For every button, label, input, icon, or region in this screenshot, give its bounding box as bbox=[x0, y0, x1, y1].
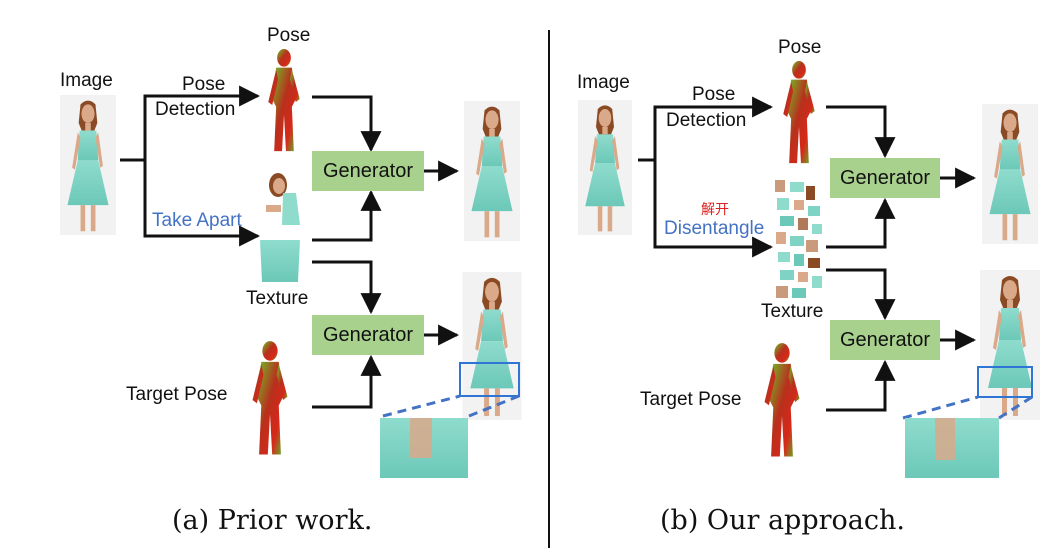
prior-pose-detection-line2: Detection bbox=[155, 99, 236, 120]
ours-zoom-crop bbox=[905, 418, 999, 478]
ours-zoom-box bbox=[977, 366, 1033, 398]
ours-generator-top: Generator bbox=[830, 158, 940, 198]
prior-target-pose-image bbox=[252, 341, 288, 455]
prior-zoom-line-right bbox=[468, 394, 520, 418]
ours-arrow-target-to-gen2 bbox=[826, 359, 896, 412]
prior-input-image bbox=[60, 95, 116, 235]
ours-target-pose-label: Target Pose bbox=[640, 389, 742, 410]
ours-pose-detection-line1: Pose bbox=[692, 84, 736, 105]
prior-work-panel bbox=[60, 48, 522, 478]
prior-texture-label: Texture bbox=[246, 288, 309, 309]
prior-pose-image bbox=[268, 48, 300, 152]
prior-arrow-texture-to-gen bbox=[312, 189, 382, 242]
ours-disentangle-chinese-label: 解开 bbox=[701, 201, 729, 217]
ours-target-pose-image bbox=[764, 343, 800, 457]
ours-caption: (b) Our approach. bbox=[660, 505, 905, 536]
prior-zoom-box bbox=[459, 362, 520, 397]
ours-arrow-pose-to-gen bbox=[826, 105, 896, 159]
prior-output-image bbox=[464, 101, 520, 241]
our-approach-panel bbox=[578, 60, 1040, 478]
prior-arrow-target-to-gen2 bbox=[312, 354, 382, 409]
ours-image-label: Image bbox=[577, 72, 630, 93]
ours-zoom-line-left bbox=[902, 395, 979, 420]
ours-input-image bbox=[578, 100, 632, 235]
ours-generator-bottom: Generator bbox=[830, 320, 940, 360]
prior-take-apart-image bbox=[260, 173, 300, 282]
prior-image-label: Image bbox=[60, 70, 113, 91]
ours-texture-label: Texture bbox=[761, 301, 824, 322]
prior-zoom-line-left bbox=[382, 394, 461, 418]
prior-target-pose-label: Target Pose bbox=[126, 384, 228, 405]
ours-disentangle-label: Disentangle bbox=[664, 218, 765, 239]
ours-arrow-texture-to-gen bbox=[826, 197, 896, 249]
ours-pose-title: Pose bbox=[778, 37, 822, 58]
prior-arrow-texture-to-gen2 bbox=[312, 260, 382, 315]
ours-pose-detection-line2: Detection bbox=[666, 110, 747, 131]
ours-zoom-line-right bbox=[998, 395, 1033, 420]
ours-output-image bbox=[982, 104, 1038, 244]
prior-arrow-pose-detection bbox=[120, 85, 261, 162]
prior-pose-detection-line1: Pose bbox=[182, 74, 226, 95]
ours-arrow-disentangle bbox=[653, 160, 774, 258]
prior-generator-bottom: Generator bbox=[312, 315, 424, 355]
prior-arrow-take-apart bbox=[143, 160, 261, 247]
prior-caption: (a) Prior work. bbox=[172, 505, 373, 536]
prior-generator-top: Generator bbox=[312, 151, 424, 191]
ours-texture-mosaic bbox=[775, 180, 822, 298]
prior-zoom-crop bbox=[380, 418, 468, 478]
prior-arrow-pose-to-gen bbox=[312, 95, 382, 153]
ours-pose-image bbox=[783, 60, 815, 164]
prior-take-apart-label: Take Apart bbox=[152, 210, 242, 231]
ours-arrow-pose-detection bbox=[638, 96, 774, 162]
prior-pose-title: Pose bbox=[267, 25, 311, 46]
ours-arrow-texture-to-gen2 bbox=[826, 268, 896, 321]
